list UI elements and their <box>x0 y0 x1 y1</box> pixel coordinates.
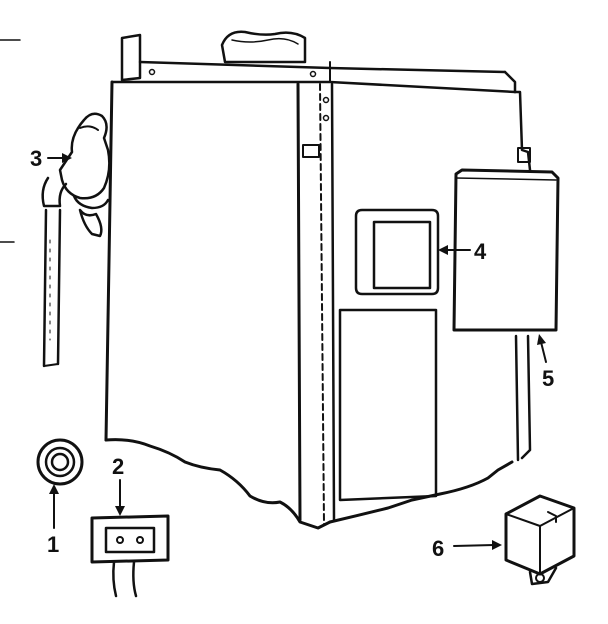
relay-body <box>504 494 576 576</box>
leader-4-arrowhead <box>438 245 448 255</box>
relay-notch <box>547 511 557 523</box>
leader-lines <box>47 153 547 550</box>
part-2-terminal-plug <box>90 514 170 598</box>
rail-screw <box>309 70 317 78</box>
flue-shading <box>231 37 299 45</box>
part-4-5-control-box <box>452 168 560 332</box>
leader-6-arrowhead <box>492 540 502 550</box>
callout-4: 4 <box>474 239 487 264</box>
plug-pin <box>136 536 144 544</box>
valve-fitting <box>78 208 103 238</box>
access-panel <box>338 308 438 502</box>
valve-cap-ridge <box>79 125 99 131</box>
right-riser-lower-a <box>514 334 520 462</box>
plug-plate <box>90 514 170 564</box>
relay-connector-hole <box>535 573 545 583</box>
callout-1: 1 <box>47 532 59 557</box>
seam-screw <box>322 96 330 104</box>
right-riser-upper <box>513 90 532 172</box>
right-riser-lower-b <box>520 334 532 460</box>
side-edge <box>330 82 336 522</box>
cabinet-flue <box>220 30 307 64</box>
plug-wire <box>112 560 118 598</box>
top-rail-lower <box>110 80 517 94</box>
leader-2-arrowhead <box>115 506 125 516</box>
front-left-edge <box>104 80 114 442</box>
cabinet <box>104 30 532 530</box>
front-seam-outer <box>296 82 302 522</box>
leader-3-arrowhead <box>62 153 72 163</box>
top-rail-corner <box>503 70 517 94</box>
leader-5-arrowhead <box>537 334 546 345</box>
grommet-middle <box>44 446 76 478</box>
rail-screw <box>148 68 156 76</box>
drain-pipe-end <box>43 363 59 367</box>
callout-2: 2 <box>112 454 124 479</box>
cabinet-post <box>120 33 142 82</box>
front-badge <box>302 144 320 158</box>
plug-wire <box>132 560 138 598</box>
relay-top-edge <box>505 507 575 527</box>
callout-3: 3 <box>30 146 42 171</box>
grommet-inner <box>50 452 70 472</box>
leader-6 <box>453 544 495 547</box>
part-1-grommet <box>36 438 84 486</box>
control-box-body <box>452 168 560 332</box>
front-seam-inner <box>319 83 325 525</box>
cutaway-bottom-left <box>104 438 332 530</box>
sight-window-frame <box>354 208 440 296</box>
callout-5: 5 <box>542 366 554 391</box>
riser-fitting <box>517 147 531 163</box>
plug-block <box>104 526 156 554</box>
sight-window-glass <box>372 220 432 290</box>
cutaway-bottom-right <box>328 460 514 524</box>
part-6-relay <box>504 494 576 586</box>
drain-pipe-right <box>56 208 62 366</box>
leader-1-arrowhead <box>49 484 59 494</box>
part-3-relief-valve <box>41 112 111 368</box>
grommet-outer <box>36 438 84 486</box>
seam-screw <box>322 114 330 122</box>
leader-5 <box>540 341 547 363</box>
control-box-lid <box>455 177 557 181</box>
top-rail-upper <box>138 60 507 74</box>
valve-nut <box>72 194 110 210</box>
drain-pipe-left <box>42 208 48 368</box>
plug-pin <box>116 536 124 544</box>
callout-6: 6 <box>432 536 444 561</box>
valve-outlet <box>41 176 68 208</box>
